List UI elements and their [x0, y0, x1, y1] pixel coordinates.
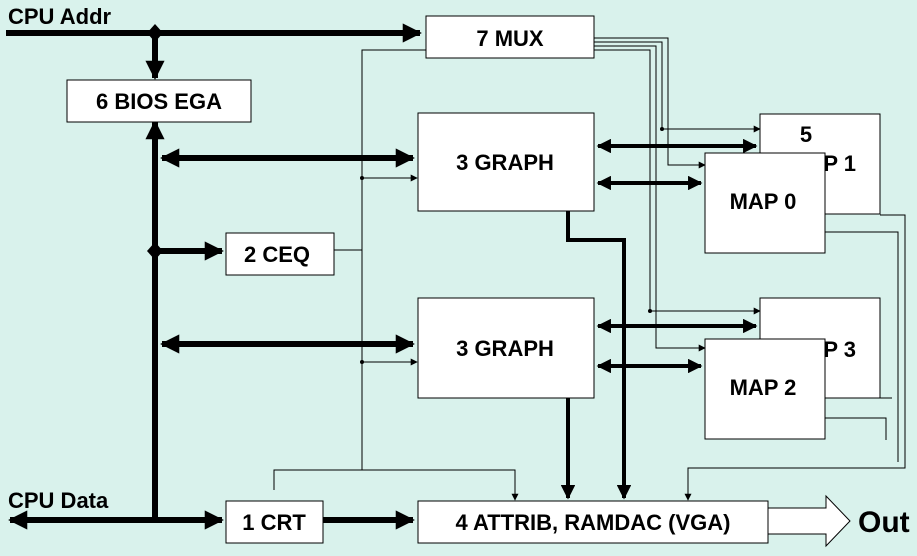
cpu-data-label: CPU Data [8, 488, 109, 513]
map0-label: MAP 0 [730, 189, 797, 214]
ceq-label: 2 CEQ [244, 242, 310, 267]
map3-label: P 3 [823, 337, 856, 362]
data-buses [6, 23, 422, 530]
map2-block: MAP 2 [704, 338, 826, 440]
out-arrow [767, 494, 851, 548]
crt-block: 1 CRT [225, 500, 324, 544]
crt-label: 1 CRT [242, 510, 306, 535]
graph-map-links [560, 138, 758, 500]
thin-connections [273, 37, 906, 501]
cpu-addr-label: CPU Addr [8, 4, 112, 29]
map1-label: P 1 [823, 151, 856, 176]
bios-label: 6 BIOS EGA [96, 89, 222, 114]
attrib-block: 4 ATTRIB, RAMDAC (VGA) [417, 500, 769, 544]
attrib-label: 4 ATTRIB, RAMDAC (VGA) [456, 510, 731, 535]
mux-label: 7 MUX [476, 26, 544, 51]
map2-label: MAP 2 [730, 375, 797, 400]
map0-block: MAP 0 [704, 152, 826, 254]
ceq-block: 2 CEQ [225, 232, 335, 276]
graph-top-block: 3 GRAPH [417, 112, 595, 212]
out-label: Out [858, 506, 910, 539]
graph-bottom-block: 3 GRAPH [417, 297, 595, 399]
map5-label: 5 [800, 122, 812, 147]
graph-top-label: 3 GRAPH [456, 150, 554, 175]
graph-bottom-label: 3 GRAPH [456, 336, 554, 361]
mux-block: 7 MUX [425, 15, 595, 59]
bios-block: 6 BIOS EGA [66, 79, 252, 123]
